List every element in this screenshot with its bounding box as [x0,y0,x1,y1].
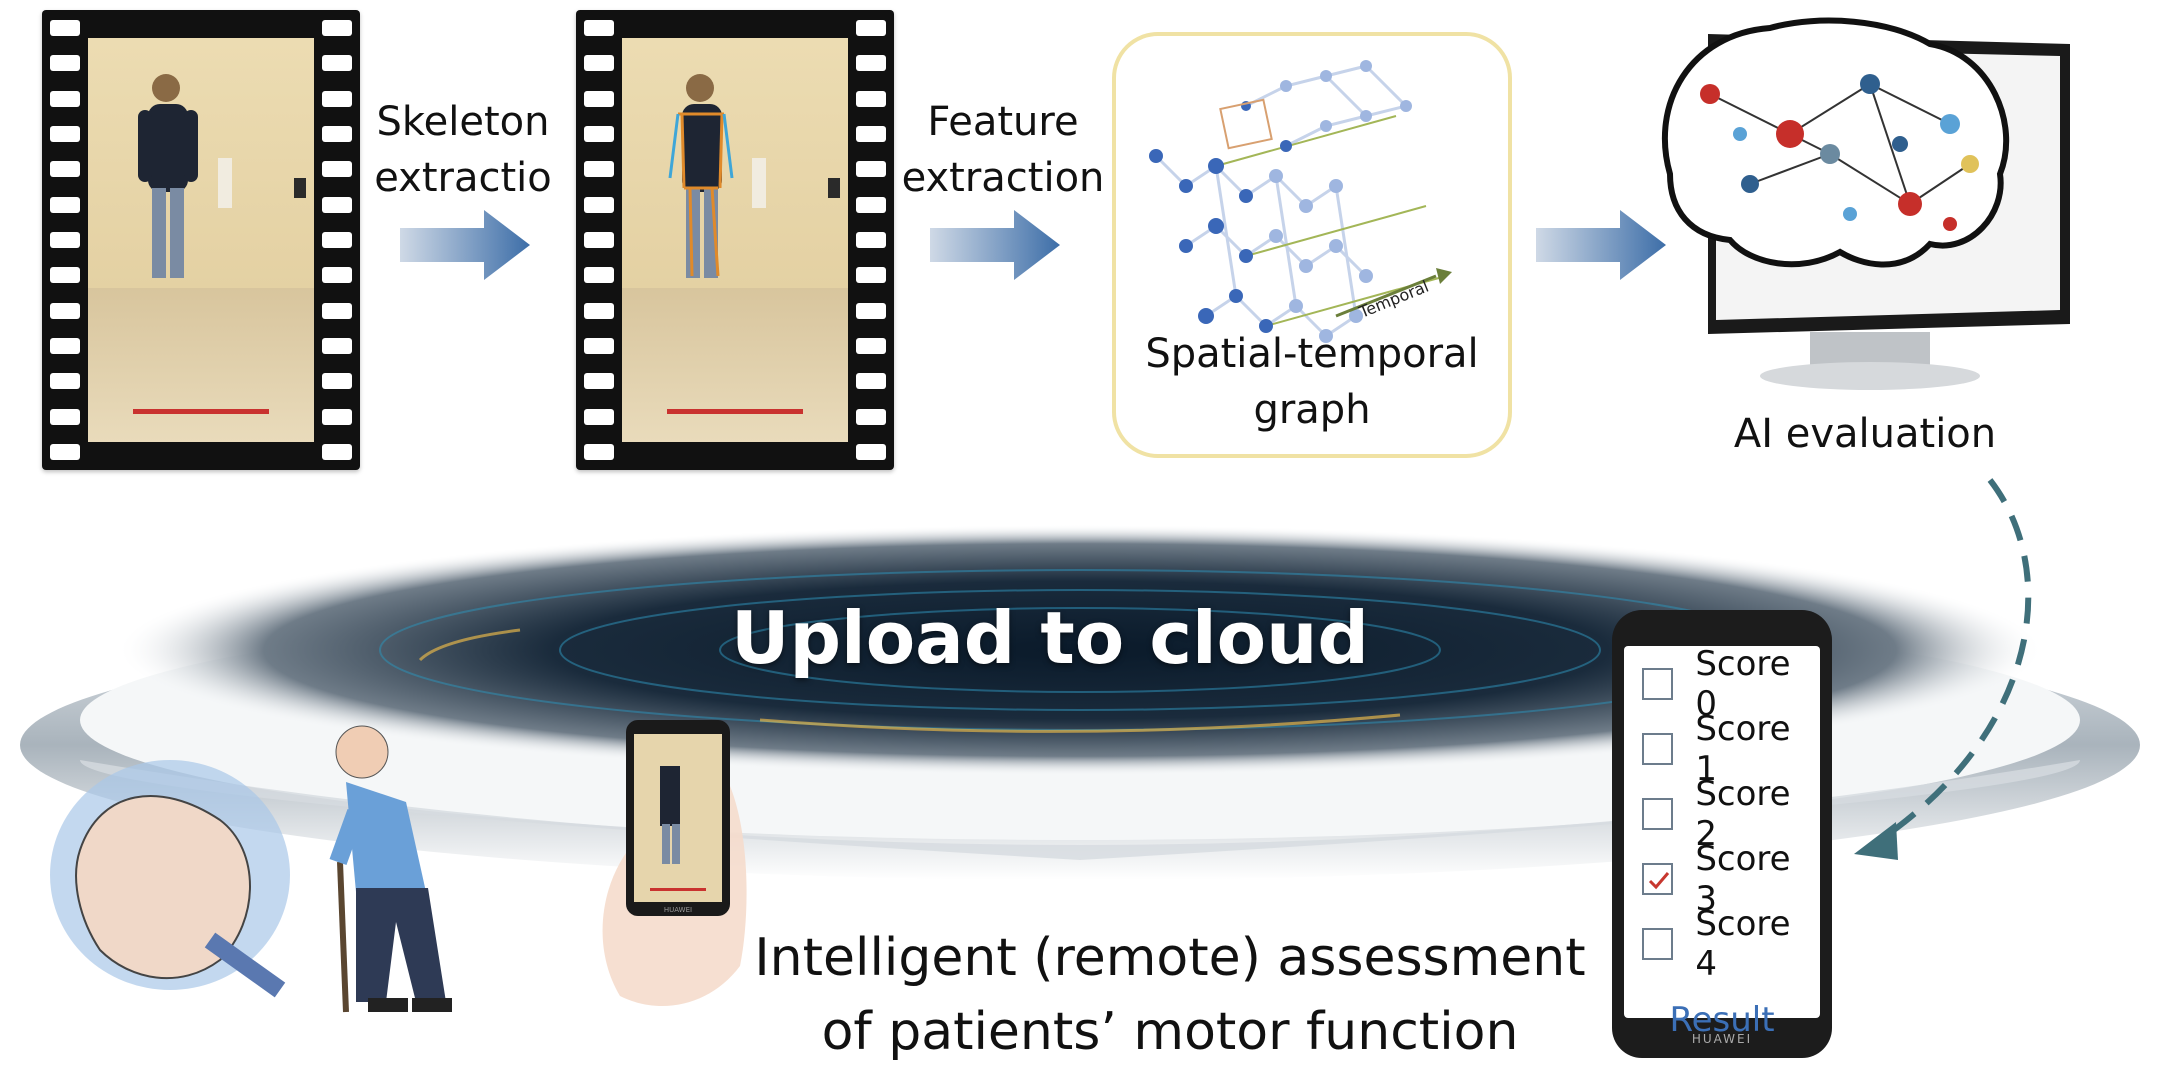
score-checkbox[interactable] [1642,798,1674,830]
film-perforations [322,20,352,460]
result-phone-screen: Score 0 Score 1 Score 2 Score 3 Score 4 … [1624,644,1820,1040]
score-checkbox-checked[interactable] [1642,863,1674,895]
score-option-2[interactable]: Score 2 [1642,774,1820,854]
film-perforations [50,20,80,460]
upload-to-cloud-title: Upload to cloud [731,596,1369,680]
caption-line-1: Intelligent (remote) assessment [754,928,1586,988]
skeleton-figure [668,74,840,278]
phone-brand-label: HUAWEI [1691,1032,1753,1046]
checkmark-icon [1648,872,1670,890]
walking-patient-frame [88,38,314,442]
score-label: Score 3 [1695,839,1791,919]
skeleton-overlay-frame [622,38,848,442]
small-phone-brand: HUAWEI [664,906,692,914]
ai-monitor-brain-icon [1661,17,2070,390]
elderly-patient-illustration [329,725,452,1013]
film-perforations [584,20,614,460]
score-option-4[interactable]: Score 4 [1642,904,1820,984]
film-perforations [856,20,886,460]
spatial-temporal-graph-panel: Temporal Spatial-temporal graph [1112,32,1512,458]
score-option-0[interactable]: Score 0 [1642,644,1820,724]
graph-network-icon: Temporal [1149,60,1452,343]
process-arrow-3 [1536,210,1666,280]
video-film-strip-skeleton [576,10,894,470]
video-film-strip-original [42,10,360,470]
result-feedback-arrow [1854,478,2032,860]
score-label: Score 2 [1695,774,1791,854]
score-label: Score 4 [1695,904,1791,984]
temporal-axis-label: Temporal [1355,277,1431,322]
spatial-temporal-graph-label: Spatial-temporal graph [1145,331,1479,433]
score-label: Score 0 [1695,644,1791,724]
skeleton-extraction-label: Skeleton extractio [374,99,552,201]
ai-evaluation-label: AI evaluation [1733,411,1997,457]
score-label: Score 1 [1695,709,1791,789]
hand-holding-phone-illustration: HUAWEI [602,720,747,1006]
score-option-1[interactable]: Score 1 [1642,709,1820,789]
result-label[interactable]: Result [1669,1000,1775,1040]
score-checkbox[interactable] [1642,668,1674,700]
feature-extraction-label: Feature extraction [901,99,1105,201]
result-phone: Score 0 Score 1 Score 2 Score 3 Score 4 … [1612,610,1832,1058]
score-checkbox[interactable] [1642,733,1674,765]
process-arrow-1 [400,210,530,280]
patient-figure [138,74,306,278]
patient-hand-illustration [50,760,290,998]
process-arrow-2 [930,210,1060,280]
score-option-3[interactable]: Score 3 [1642,839,1820,919]
caption-line-2: of patients’ motor function [821,1002,1519,1062]
score-checkbox[interactable] [1642,928,1674,960]
